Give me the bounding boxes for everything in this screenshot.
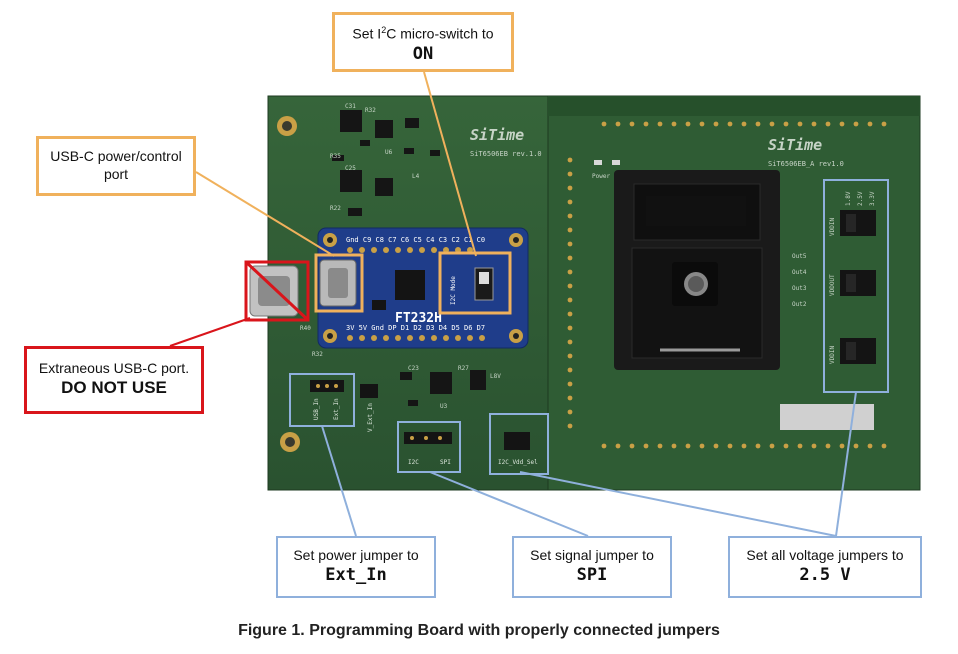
svg-text:L8V: L8V xyxy=(490,373,501,380)
svg-text:R32: R32 xyxy=(312,351,323,358)
voltage-jumper-block-1[interactable] xyxy=(840,210,876,236)
usb-power-callout: USB-C power/control port xyxy=(36,136,196,196)
leader-line-usb xyxy=(195,171,335,257)
svg-text:U6: U6 xyxy=(385,149,393,156)
adapter-name: FT232H xyxy=(395,311,442,326)
voltage-jumpers-callout: Set all voltage jumpers to 2.5 V xyxy=(728,536,922,598)
left-header-column xyxy=(567,157,573,429)
voltage-jumpers-value: 2.5 V xyxy=(799,565,851,585)
jumper-i2c-label: I2C xyxy=(408,459,419,466)
jumper-ext-in-label: Ext_In xyxy=(333,398,340,420)
svg-text:R40: R40 xyxy=(300,325,311,332)
voltage-option: 2.5V xyxy=(857,191,864,206)
out-label: Out4 xyxy=(792,269,807,276)
leader-line-voltage-a xyxy=(519,471,837,537)
i2c-switch-callout: Set I2C micro-switch to ON xyxy=(332,12,514,72)
right-board-rev: SiT6506EB_A rev1.0 xyxy=(768,160,844,168)
left-board-logo: SiTime xyxy=(470,126,524,144)
i2c-switch-value: ON xyxy=(412,43,434,64)
leader-line-voltage-b xyxy=(835,391,857,537)
out-label: Out3 xyxy=(792,285,807,292)
figure-caption: Figure 1. Programming Board with properl… xyxy=(238,622,720,639)
i2c-vdd-jumper-header[interactable] xyxy=(504,432,530,450)
signal-jumper-highlight-box xyxy=(397,421,461,473)
svg-text:R32: R32 xyxy=(365,107,376,114)
extraneous-usb-callout: Extraneous USB-C port. DO NOT USE xyxy=(24,346,204,414)
right-board-logo: SiTime xyxy=(768,136,822,154)
leader-line-signal xyxy=(429,471,589,537)
adapter-bottom-pins: 3V 5V Gnd DP D1 D2 D3 D4 D5 D6 D7 xyxy=(346,324,485,332)
out-label: Out2 xyxy=(792,301,807,308)
svg-text:U3: U3 xyxy=(440,403,448,410)
svg-text:R22: R22 xyxy=(330,205,341,212)
voltage-option: 1.8V xyxy=(845,191,852,206)
leader-line-i2c xyxy=(423,71,477,257)
ft232h-adapter: Gnd C9 C8 C7 C6 C5 C4 C3 C2 C1 C0 3V 5V … xyxy=(317,227,529,349)
usb-c-highlight-box xyxy=(314,253,364,313)
signal-jumper-value: SPI xyxy=(576,565,608,585)
voltage-jumper-block-3[interactable] xyxy=(840,338,876,364)
adapter-top-pins: Gnd C9 C8 C7 C6 C5 C4 C3 C2 C1 C0 xyxy=(346,236,485,244)
svg-text:C31: C31 xyxy=(345,103,356,110)
svg-text:R27: R27 xyxy=(458,365,469,372)
jumper-spi-label: SPI xyxy=(440,459,451,466)
signal-jumper-header[interactable] xyxy=(404,432,452,444)
adapter-switch-label: I2C Mode xyxy=(450,276,457,305)
power-jumper-header[interactable] xyxy=(310,380,344,392)
mounting-hole xyxy=(277,116,297,136)
voltage-option: 3.3V xyxy=(869,191,876,206)
extraneous-usb-highlight-box xyxy=(244,260,310,322)
jumper-i2c-vdd-label: I2C_Vdd_Sel xyxy=(498,459,538,466)
vdd-label: VDDIN xyxy=(829,346,836,364)
signal-jumper-callout: Set signal jumper to SPI xyxy=(512,536,672,598)
left-board-components xyxy=(332,110,486,406)
jumper-vext-label: V_Ext_In xyxy=(367,403,374,432)
extraneous-usb-value: DO NOT USE xyxy=(61,378,167,397)
i2c-vdd-highlight-box xyxy=(489,413,549,475)
out-label: Out5 xyxy=(792,253,807,260)
svg-text:L4: L4 xyxy=(412,173,420,180)
leader-line-power xyxy=(321,425,357,537)
left-board-rev: SiT6506EB rev.1.0 xyxy=(470,150,542,158)
voltage-jumper-block-2[interactable] xyxy=(840,270,876,296)
svg-text:C25: C25 xyxy=(345,165,356,172)
svg-text:C23: C23 xyxy=(408,365,419,372)
power-led-label: Power xyxy=(592,173,610,180)
power-jumper-callout: Set power jumper to Ext_In xyxy=(276,536,436,598)
leader-line-extraneous xyxy=(169,317,251,347)
bottom-header-row xyxy=(601,443,887,449)
vdd-label: VDDIN xyxy=(829,218,836,236)
vdd-label: VDDOUT xyxy=(829,274,836,296)
top-header-row xyxy=(601,121,887,127)
chip-socket xyxy=(614,170,780,370)
mounting-hole xyxy=(280,432,300,452)
jumper-usb-in-label: USB_In xyxy=(313,398,320,420)
power-jumper-value: Ext_In xyxy=(325,565,387,585)
svg-text:R35: R35 xyxy=(330,153,341,160)
